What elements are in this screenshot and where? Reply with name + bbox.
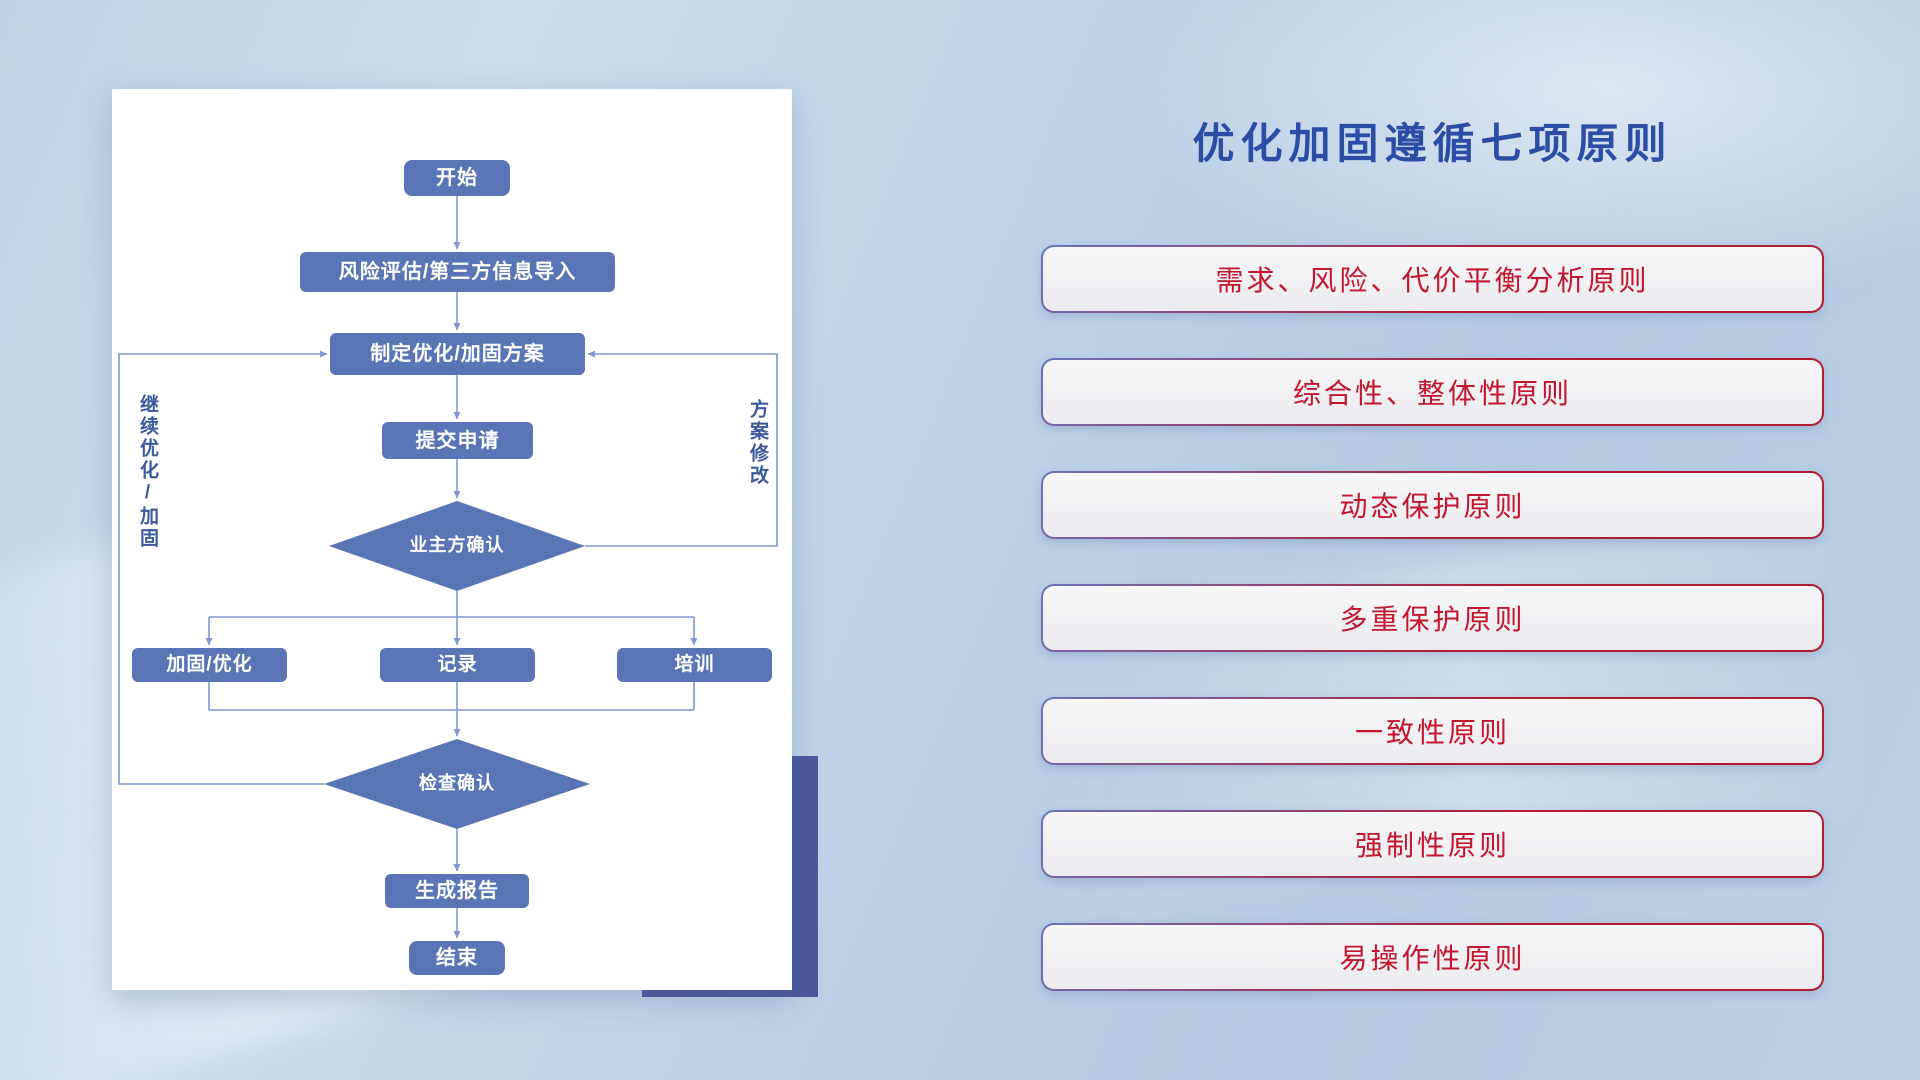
principle-item-inner: 一致性原则 [1043, 699, 1822, 763]
flowchart-card: 开始 风险评估/第三方信息导入 制定优化/加固方案 提交申请 业主方确认 加固/… [112, 89, 792, 990]
flow-node-risk-import: 风险评估/第三方信息导入 [300, 252, 615, 292]
principle-item-inner: 多重保护原则 [1043, 586, 1822, 650]
principle-item: 综合性、整体性原则 [1041, 358, 1824, 426]
principle-item: 一致性原则 [1041, 697, 1824, 765]
loop-label-continue-optimize: 继续优化/加固 [137, 394, 158, 550]
principle-label: 动态保护原则 [1339, 491, 1526, 522]
principle-item: 易操作性原则 [1041, 923, 1824, 991]
principle-item: 强制性原则 [1041, 810, 1824, 878]
flow-node-record: 记录 [380, 648, 535, 682]
principle-item-inner: 强制性原则 [1043, 812, 1822, 876]
flow-node-make-plan: 制定优化/加固方案 [330, 333, 585, 375]
principle-item: 需求、风险、代价平衡分析原则 [1041, 245, 1824, 313]
flow-node-start: 开始 [404, 160, 510, 196]
principle-item: 多重保护原则 [1041, 584, 1824, 652]
principle-label: 强制性原则 [1354, 830, 1510, 861]
principle-item-inner: 易操作性原则 [1043, 925, 1822, 989]
principles-list: 需求、风险、代价平衡分析原则 综合性、整体性原则 动态保护原则 多重保护原则 一… [1041, 245, 1824, 1036]
loop-label-plan-revise: 方案修改 [747, 399, 768, 487]
flow-node-report: 生成报告 [385, 874, 529, 908]
flow-node-submit: 提交申请 [382, 422, 533, 459]
flow-node-training: 培训 [617, 648, 772, 682]
flow-node-end: 结束 [409, 941, 505, 975]
principle-label: 一致性原则 [1354, 717, 1510, 748]
principle-label: 综合性、整体性原则 [1292, 378, 1572, 409]
principle-label: 需求、风险、代价平衡分析原则 [1215, 265, 1650, 296]
flow-node-reinforce: 加固/优化 [132, 648, 287, 682]
principle-label: 多重保护原则 [1339, 604, 1526, 635]
principle-item-inner: 需求、风险、代价平衡分析原则 [1043, 247, 1822, 311]
principle-label: 易操作性原则 [1339, 943, 1526, 974]
principle-item-inner: 综合性、整体性原则 [1043, 360, 1822, 424]
page-title: 优化加固遵循七项原则 [1192, 120, 1673, 167]
principle-item-inner: 动态保护原则 [1043, 473, 1822, 537]
principle-item: 动态保护原则 [1041, 471, 1824, 539]
